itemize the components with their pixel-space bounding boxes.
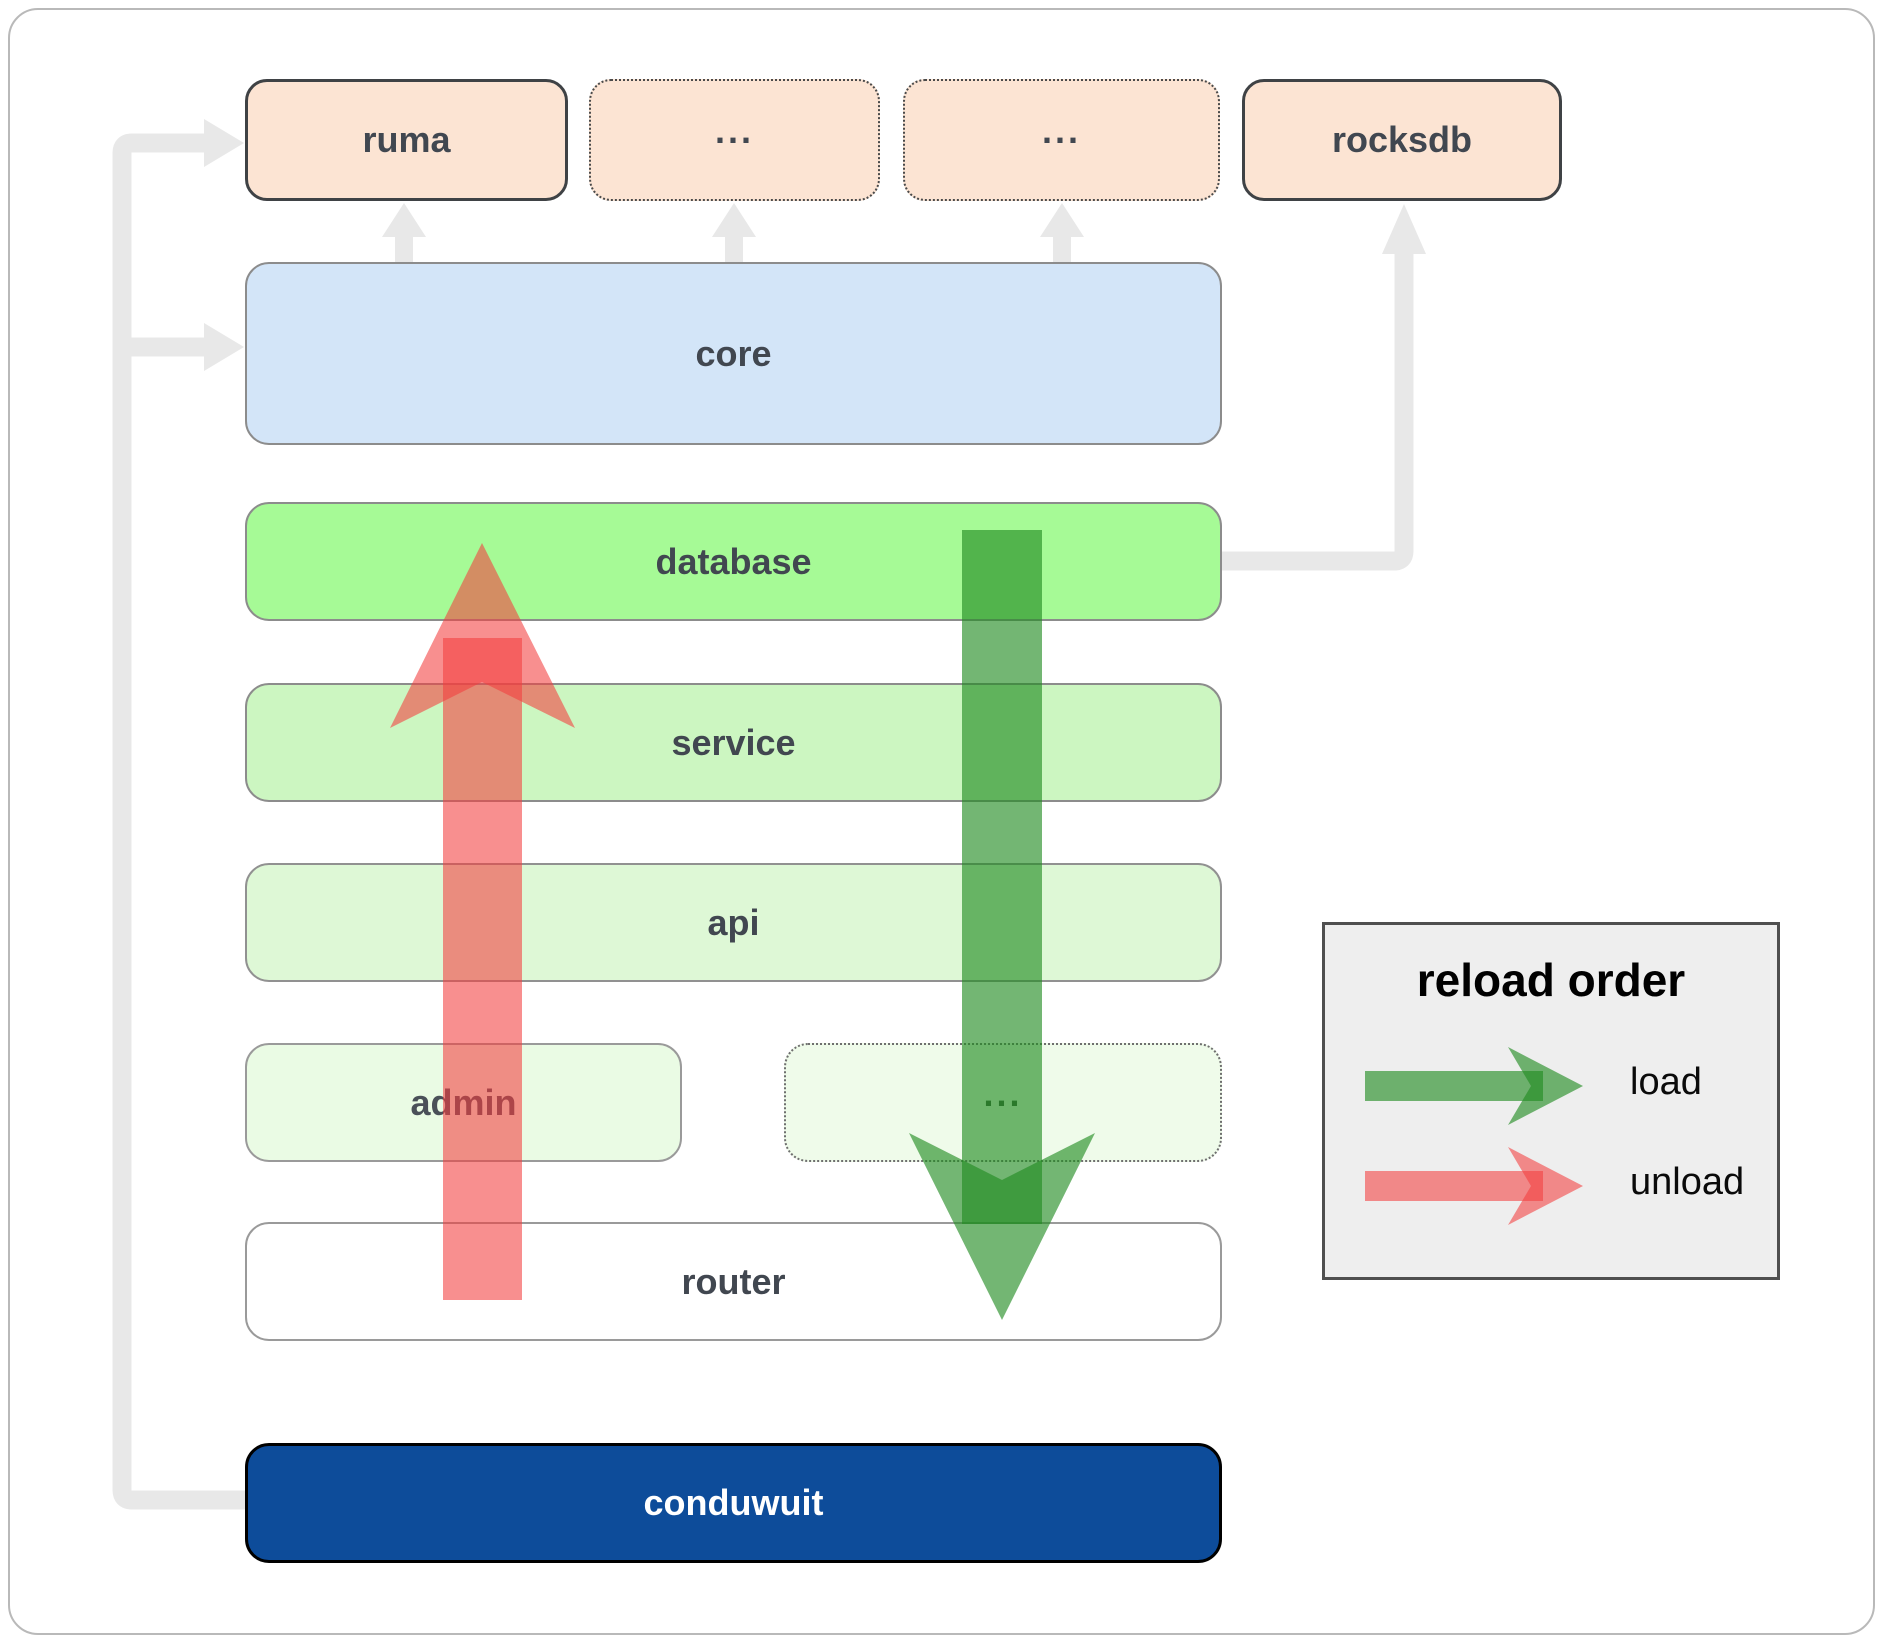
node-router-label: router — [681, 1260, 786, 1302]
legend-label-load: load — [1630, 1061, 1702, 1103]
node-ellipsis-1: ... — [589, 79, 880, 201]
node-conduwuit: conduwuit — [245, 1443, 1222, 1563]
node-ellipsis-3-label: ... — [983, 1072, 1023, 1114]
node-database: database — [245, 502, 1222, 621]
legend-unload-arrow-head — [1508, 1147, 1583, 1225]
legend-unload-arrow-shaft — [1365, 1171, 1543, 1201]
legend: reload order load unload — [1322, 922, 1780, 1280]
node-ellipsis-3: ... — [784, 1043, 1222, 1162]
node-ruma-label: ruma — [362, 119, 451, 160]
legend-load-arrow-head — [1508, 1047, 1583, 1125]
node-router: router — [245, 1222, 1222, 1341]
diagram-outer-frame — [8, 8, 1875, 1635]
node-api-label: api — [707, 901, 760, 943]
node-admin: admin — [245, 1043, 682, 1162]
node-ellipsis-2-label: ... — [1041, 110, 1081, 151]
node-rocksdb: rocksdb — [1242, 79, 1562, 201]
node-service: service — [245, 683, 1222, 802]
node-core-label: core — [695, 332, 772, 374]
node-rocksdb-label: rocksdb — [1331, 119, 1473, 160]
node-core: core — [245, 262, 1222, 445]
node-api: api — [245, 863, 1222, 982]
legend-title: reload order — [1416, 954, 1686, 1006]
node-ellipsis-1-label: ... — [714, 110, 754, 151]
node-database-label: database — [655, 540, 812, 582]
node-conduwuit-label: conduwuit — [643, 1482, 824, 1523]
legend-load-arrow-shaft — [1365, 1071, 1543, 1101]
node-admin-label: admin — [410, 1081, 517, 1123]
node-service-label: service — [671, 721, 796, 763]
node-ellipsis-2: ... — [903, 79, 1220, 201]
legend-label-unload: unload — [1630, 1161, 1745, 1203]
node-ruma: ruma — [245, 79, 568, 201]
